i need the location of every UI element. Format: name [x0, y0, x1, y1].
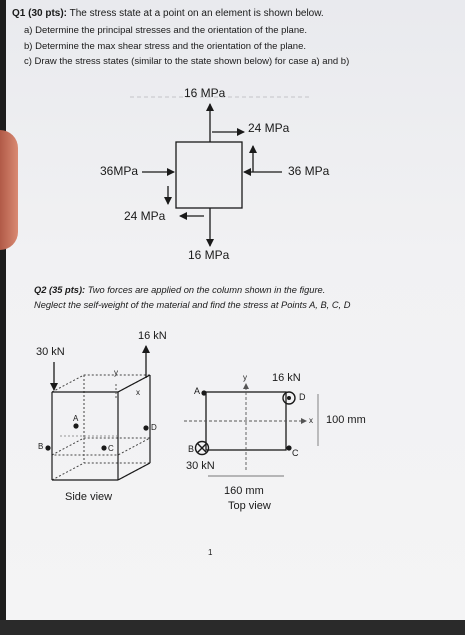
- page-number: 1: [208, 548, 213, 557]
- q1-item-c: c) Draw the stress states (similar to th…: [24, 56, 350, 67]
- q1-number: Q1: [12, 8, 26, 19]
- top-point-d-force: [282, 391, 296, 405]
- side-label-a: A: [73, 414, 79, 423]
- q1-label-top-shear: 24 MPa: [248, 121, 290, 135]
- worksheet-page: [6, 0, 465, 635]
- top-axis-y: y: [243, 373, 247, 382]
- q1-label-left-normal: 36MPa: [100, 164, 139, 178]
- side-label-30kn: 30 kN: [36, 346, 65, 358]
- top-label-d: D: [299, 392, 306, 402]
- top-height-dim: 100 mm: [326, 414, 366, 426]
- q1-points: (30 pts):: [28, 8, 68, 19]
- q1-label-bottom-normal: 16 MPa: [188, 248, 230, 262]
- top-width-dim: 160 mm: [224, 485, 264, 497]
- q2-number: Q2: [34, 285, 47, 295]
- photo-bottom-edge: [0, 620, 465, 635]
- side-point-b: [45, 445, 51, 451]
- q2-text-1: Two forces are applied on the column sho…: [87, 285, 326, 295]
- top-label-b: B: [188, 444, 195, 454]
- side-point-d: [143, 425, 149, 431]
- q2-line-1: Q2 (35 pts): Two forces are applied on t…: [34, 282, 325, 298]
- top-label-30kn: 30 kN: [186, 460, 215, 472]
- q1-label-bottom-shear: 24 MPa: [124, 209, 166, 223]
- side-axis-x: x: [136, 388, 140, 397]
- top-point-a: [201, 390, 207, 396]
- side-axis-y: y: [114, 368, 118, 377]
- q1-label-top-normal: 16 MPa: [184, 86, 226, 100]
- top-view-caption: Top view: [228, 500, 271, 512]
- side-label-b: B: [38, 442, 44, 451]
- q1-item-b: b) Determine the max shear stress and th…: [24, 41, 306, 52]
- top-point-b-force: [194, 440, 210, 456]
- side-point-a: [73, 423, 79, 429]
- stress-element-square: [175, 141, 243, 209]
- side-label-16kn: 16 kN: [138, 330, 167, 342]
- q2-points: (35 pts):: [49, 285, 86, 295]
- side-label-c: C: [108, 444, 114, 453]
- side-label-d: D: [151, 423, 157, 432]
- q2-line-2: Neglect the self-weight of the material …: [34, 300, 351, 310]
- finger-shadow: [0, 130, 18, 250]
- side-view-caption: Side view: [65, 491, 113, 503]
- top-axis-x: x: [309, 416, 313, 425]
- top-point-c: [286, 445, 292, 451]
- top-label-16kn: 16 kN: [272, 372, 301, 384]
- q1-item-a: a) Determine the principal stresses and …: [24, 25, 308, 36]
- top-label-c: C: [292, 448, 299, 458]
- side-point-c: [101, 445, 107, 451]
- q1-heading: Q1 (30 pts): The stress state at a point…: [12, 8, 324, 19]
- q1-prompt: The stress state at a point on an elemen…: [69, 8, 324, 19]
- top-label-a: A: [194, 386, 201, 396]
- q1-label-right-normal: 36 MPa: [288, 164, 330, 178]
